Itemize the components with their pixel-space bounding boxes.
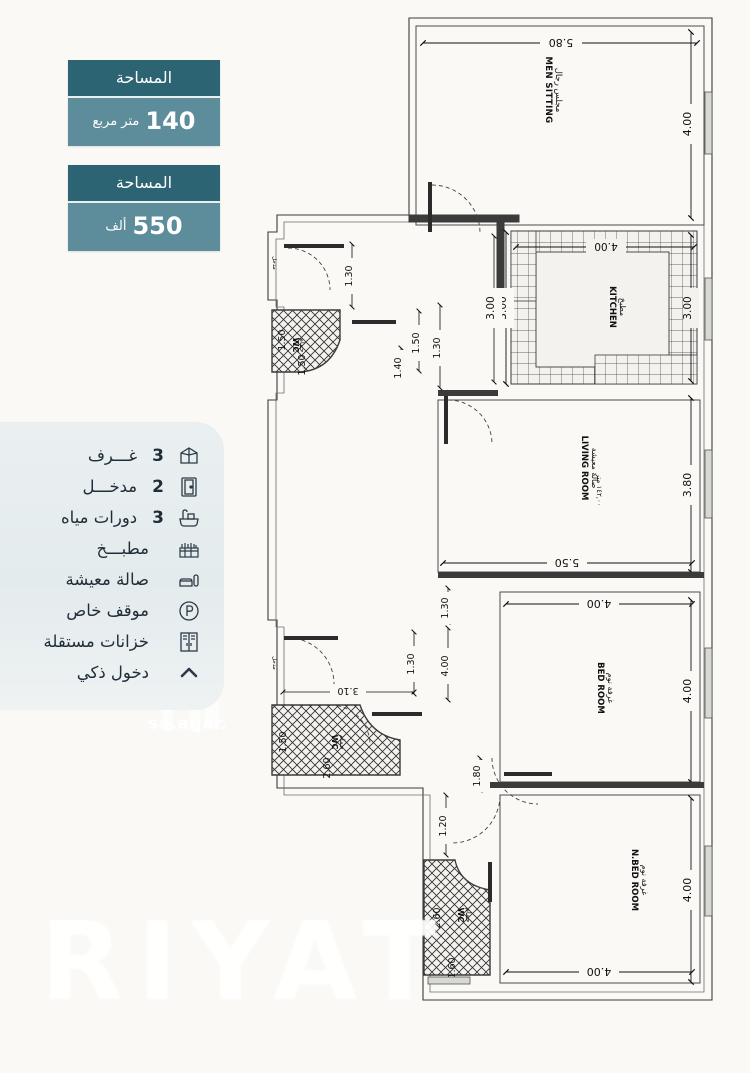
dim-kitchen-3-00-r: 3.00 (682, 296, 694, 319)
feature-row-kitchen: مطبـــخ (0, 533, 224, 564)
feature-count-entrance: 2 (152, 476, 164, 497)
room-label-men-sitting-en: MEN SITTING (543, 56, 553, 123)
feature-count-rooms: 3 (152, 445, 164, 466)
dim-1-30-a: 1.30 (344, 265, 355, 286)
feature-row-bathrooms: 3 دورات مياه (0, 502, 224, 533)
dim-4-00-corr: 4.00 (440, 655, 451, 676)
feature-row-entrance: 2 مدخـــل (0, 471, 224, 502)
stat-card-area-unit: متر مربع (92, 113, 140, 129)
wc3-shape (423, 859, 491, 976)
dim-1-30-e: 1.30 (440, 597, 451, 618)
dim-1-30-d: 1.30 (406, 653, 417, 674)
dim-wc3-2-60: 2.60 (432, 907, 443, 928)
rooms-icon (176, 443, 202, 469)
room-label-bed2-ar: غرفة نوم (640, 865, 649, 896)
dim-men-4-00: 4.00 (681, 112, 694, 137)
stat-card-price: المساحة 550 ألف (68, 165, 220, 251)
feature-label-closets: خزانات مستقلة (43, 632, 149, 651)
room-label-wc2-ar: حمام (338, 735, 346, 750)
room-label-living-ar: صالة معيشة (590, 448, 599, 489)
stat-card-area: المساحة 140 متر مربع (68, 60, 220, 146)
dim-bed1-4-00-w: 4.00 (587, 597, 612, 610)
room-label-bed1-en: BED ROOM (595, 662, 605, 714)
stat-card-price-title: المساحة (68, 165, 220, 201)
stat-card-area-body: 140 متر مربع (68, 96, 220, 146)
kitchen-icon (176, 536, 202, 562)
feature-row-smart-entry: دخول ذكي (0, 657, 224, 688)
dim-bed1-4-00-h: 4.00 (681, 679, 694, 704)
features-panel: 3 غـــرف 2 مدخـــل 3 (0, 422, 224, 710)
chevron-up-icon (176, 660, 202, 686)
stat-card-price-unit: ألف (105, 218, 127, 234)
parking-icon (176, 598, 202, 624)
bathroom-icon (176, 505, 202, 531)
room-label-kitchen-ar: مطبخ (618, 298, 627, 316)
feature-label-living: صالة معيشة (65, 570, 149, 589)
dim-wc2-1-50: 1.50 (278, 731, 289, 752)
feature-label-smart-entry: دخول ذكي (76, 663, 149, 682)
wc1-shape (271, 309, 341, 373)
room-label-bed2-en: N.BED ROOM (629, 849, 639, 911)
dim-wc2-2-60: 2.60 (322, 757, 333, 778)
entrance-label-2: مدخل (271, 656, 277, 669)
dim-1-30-c: 1.30 (432, 337, 443, 358)
room-label-living-en: LIVING ROOM (579, 436, 589, 501)
room-label-wc1-en: WC (291, 338, 300, 353)
room-label-kitchen-en: KITCHEN (607, 286, 617, 328)
dim-5-80: 5.80 (549, 36, 574, 49)
room-area-living: ١٤٢,٠٠ متر (595, 473, 603, 507)
room-label-wc3-ar: حمام (464, 908, 472, 923)
dim-kitchen-4-00: 4.00 (594, 240, 617, 252)
stat-card-area-value: 140 (145, 107, 196, 135)
dim-living-3-80: 3.80 (681, 473, 694, 498)
entrance-label-1: مدخل (271, 256, 277, 269)
room-label-wc1-ar: حمام (298, 338, 306, 353)
feature-row-closets: خزانات مستقلة (0, 626, 224, 657)
dim-1-40: 1.40 (393, 357, 404, 378)
dim-1-80: 1.80 (472, 765, 483, 786)
sofa-icon (176, 567, 202, 593)
dim-wc3-1-60: 1.60 (447, 957, 458, 978)
wc2-shape (271, 704, 401, 776)
feature-label-bathrooms: دورات مياه (61, 508, 138, 527)
dim-3-10: 3.10 (337, 685, 358, 696)
dim-3-00-mid: 3.00 (485, 296, 497, 319)
room-label-men-sitting-ar: مجلس رجال (553, 68, 563, 113)
closet-icon (176, 629, 202, 655)
room-label-wc3-en: WC (456, 908, 465, 923)
stat-card-price-body: 550 ألف (68, 201, 220, 251)
feature-count-bathrooms: 3 (152, 507, 164, 528)
feature-label-parking: موقف خاص (66, 601, 149, 620)
dim-wc1-1-50-h: 1.50 (297, 354, 308, 375)
dim-wc1-1-50-v: 1.50 (277, 329, 288, 350)
feature-label-kitchen: مطبـــخ (96, 539, 149, 558)
dim-bed2-4-00-w: 4.00 (587, 965, 612, 978)
dim-1-50-b: 1.50 (411, 332, 422, 353)
dim-bed2-4-00-h: 4.00 (681, 878, 694, 903)
stat-card-price-value: 550 (132, 212, 183, 240)
feature-label-entrance: مدخـــل (82, 477, 138, 496)
room-label-wc2-en: WC (330, 735, 339, 750)
feature-row-parking: موقف خاص (0, 595, 224, 626)
feature-row-living: صالة معيشة (0, 564, 224, 595)
dim-living-5-50: 5.50 (555, 556, 580, 569)
stat-card-area-title: المساحة (68, 60, 220, 96)
feature-label-rooms: غـــرف (87, 446, 138, 465)
room-label-bed1-ar: غرفة نوم (606, 673, 615, 704)
dim-1-20: 1.20 (438, 815, 449, 836)
door-icon (176, 474, 202, 500)
feature-row-rooms: 3 غـــرف (0, 440, 224, 471)
